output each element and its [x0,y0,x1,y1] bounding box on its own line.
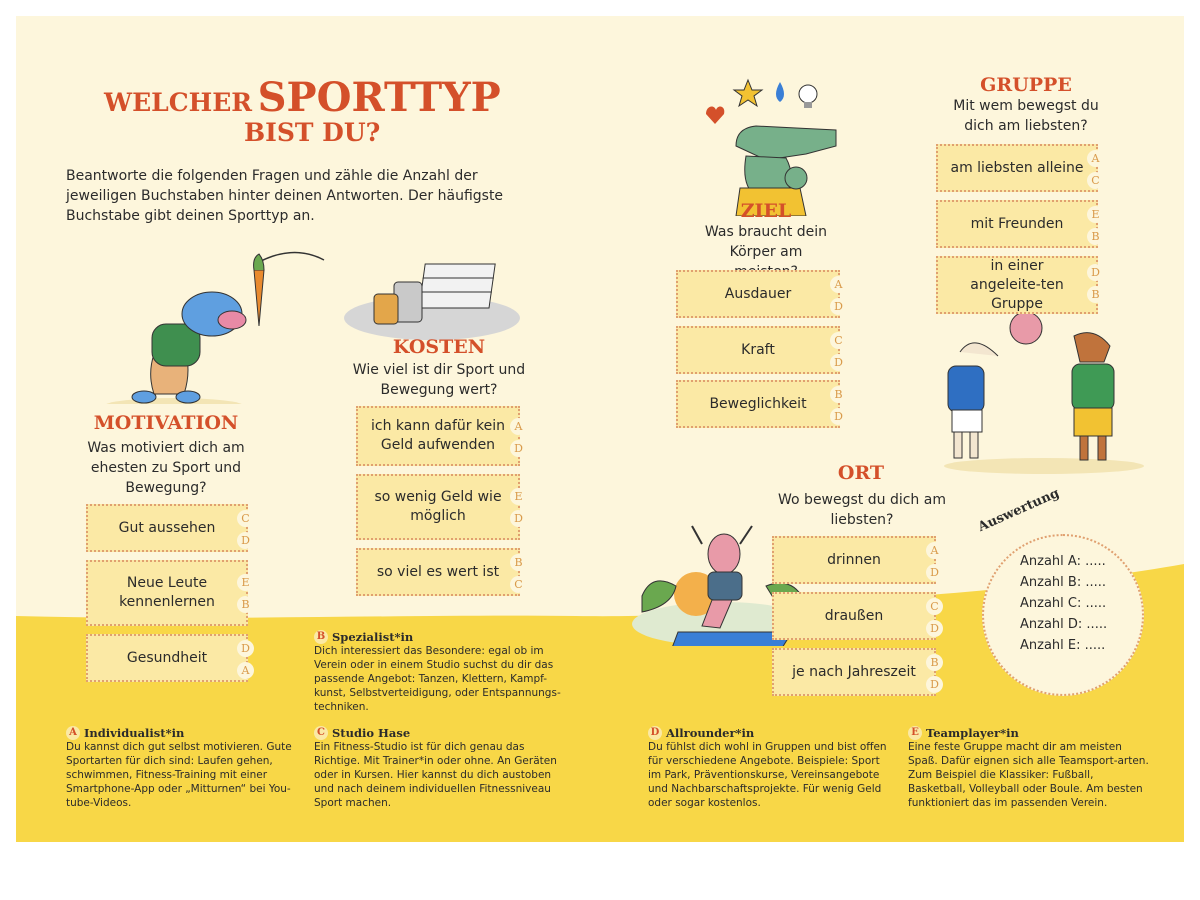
motivation-question: Was motiviert dich am ehesten zu Sport u… [87,440,245,496]
ort-option-1[interactable]: drinnen [772,536,936,584]
kosten-option-1[interactable]: ich kann dafür kein Geld aufwenden [356,406,520,466]
auswertung-line-c: Anzahl C: ..... [1020,596,1107,611]
type-letter-badge: C [314,726,328,740]
option-letter: B [510,554,527,571]
ziel-option-3[interactable]: Beweglichkeit [676,380,840,428]
auswertung-line-a: Anzahl A: ..... [1020,554,1106,569]
option-letter: D [830,408,847,425]
page-title: WELCHER SPORTTYP [104,74,501,121]
option-letter: D [926,620,943,637]
option-letter: A [510,418,527,435]
hippo-carrot-illustration [106,251,325,404]
gruppe-question: Mit wem bewegst du dich am liebsten? [953,98,1099,134]
option-letter: A [1087,150,1104,167]
page-subtitle: BIST DU? [244,118,381,147]
type-letter-badge: E [908,726,922,740]
option-letter: E [510,488,527,505]
ziel-option-1[interactable]: Ausdauer [676,270,840,318]
auswertung-circle [982,534,1144,696]
option-letter: A [830,276,847,293]
ziel-option-2[interactable]: Kraft [676,326,840,374]
type-description: Du kannst dich gut selbst motivieren. Gu… [66,741,292,809]
option-letter: D [830,298,847,315]
auswertung-line-d: Anzahl D: ..... [1020,617,1108,632]
type-a: A Individualist*in Du kannst dich gut sel… [66,726,296,810]
type-name: Individualist*in [84,726,185,740]
type-name: Studio Hase [332,726,411,740]
motivation-option-2[interactable]: Neue Leute kennenlernen [86,560,248,626]
type-description: Dich interessiert das Besondere: egal ob… [314,645,561,713]
gruppe-heading: GRUPPE [980,74,1072,96]
gruppe-option-1[interactable]: am liebsten alleine [936,144,1098,192]
kosten-option-3[interactable]: so viel es wert ist [356,548,520,596]
option-letter: D [926,564,943,581]
option-letter: C [926,598,943,615]
intro-text: Beantworte die folgenden Fragen und zähl… [66,168,504,224]
option-letter: E [1087,206,1104,223]
ziel-heading: ZIEL [740,200,792,222]
motivation-heading: MOTIVATION [93,412,239,434]
auswertung-line-e: Anzahl E: ..... [1020,638,1106,653]
option-letter: B [237,596,254,613]
quiz-page: WELCHER SPORTTYP BIST DU? Beantworte die… [16,16,1184,842]
option-letter: D [830,354,847,371]
dogs-ball-illustration [944,311,1144,474]
option-letter: E [237,574,254,591]
option-letter: A [237,662,254,679]
ort-question: Wo bewegst du dich am liebsten? [778,492,946,528]
money-stack-illustration [344,263,520,340]
type-d: D Allrounder*in Du fühlst dich wohl in Gr… [648,726,894,810]
option-letter: D [237,532,254,549]
type-description: Ein Fitness-Studio ist für dich genau da… [314,741,557,809]
ort-heading: ORT [837,462,885,484]
motivation-option-3[interactable]: Gesundheit [86,634,248,682]
crocodile-thinking-illustration [706,78,837,216]
option-letter: D [510,510,527,527]
type-b: B Spezialist*in Dich interessiert das Bes… [314,630,564,714]
option-letter: B [1087,228,1104,245]
type-e: E Teamplayer*in Eine feste Gruppe macht d… [908,726,1152,810]
type-name: Teamplayer*in [926,726,1019,740]
gruppe-option-2[interactable]: mit Freunden [936,200,1098,248]
kosten-option-2[interactable]: so wenig Geld wie möglich [356,474,520,540]
option-letter: C [1087,172,1104,189]
option-letter: A [926,542,943,559]
motivation-option-1[interactable]: Gut aussehen [86,504,248,552]
option-letter: B [1087,286,1104,303]
type-letter-badge: D [648,726,662,740]
auswertung-line-b: Anzahl B: ..... [1020,575,1106,590]
option-letter: C [830,332,847,349]
option-letter: B [830,386,847,403]
type-description: Eine feste Gruppe macht dir am meisten S… [908,741,1149,809]
option-letter: D [237,640,254,657]
option-letter: C [510,576,527,593]
type-letter-badge: A [66,726,80,740]
type-c: C Studio Hase Ein Fitness-Studio ist für … [314,726,564,810]
option-letter: D [510,440,527,457]
ort-option-3[interactable]: je nach Jahreszeit [772,648,936,696]
type-description: Du fühlst dich wohl in Gruppen und bist … [648,741,887,809]
option-letter: D [1087,264,1104,281]
gruppe-option-3[interactable]: in einer angeleite-ten Gruppe [936,256,1098,314]
type-letter-badge: B [314,630,328,644]
option-letter: B [926,654,943,671]
option-letter: D [926,676,943,693]
kosten-question: Wie viel ist dir Sport und Bewegung wert… [352,362,526,398]
type-name: Spezialist*in [332,630,414,644]
type-name: Allrounder*in [666,726,755,740]
ort-option-2[interactable]: draußen [772,592,936,640]
kosten-heading: KOSTEN [392,336,486,358]
option-letter: C [237,510,254,527]
